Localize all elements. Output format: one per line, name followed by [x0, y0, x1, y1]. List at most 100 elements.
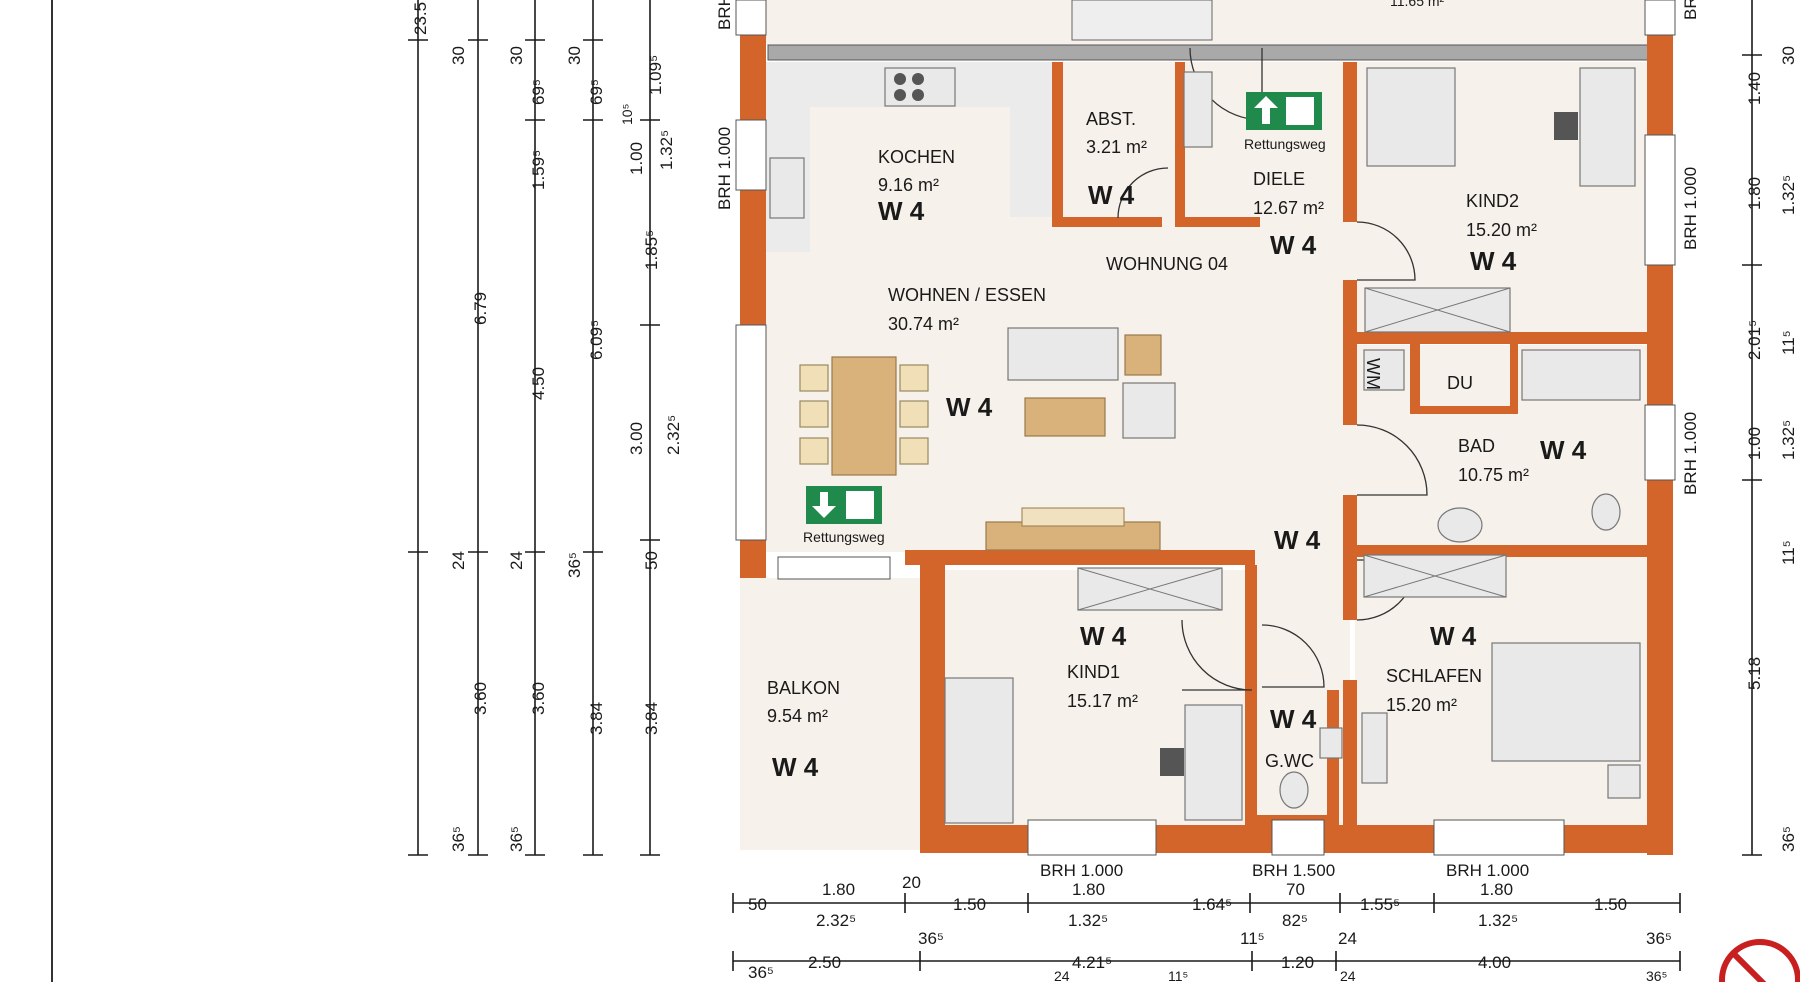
- dim-b1-3: 1.50: [953, 895, 986, 914]
- room-kind2-name: KIND2: [1466, 191, 1519, 211]
- washing-machine: [1363, 349, 1405, 391]
- sofa: [1007, 327, 1119, 381]
- brh-right-bad: BRH 1.000: [1681, 412, 1700, 495]
- bed-kind1: [944, 677, 1014, 824]
- corridor-type: W 4: [1274, 525, 1321, 555]
- room-kochen-area: 9.16 m²: [878, 175, 939, 195]
- room-kind2-area: 15.20 m²: [1466, 220, 1537, 240]
- dim-col2-5: 3.60: [529, 682, 548, 715]
- room-kind2-type: W 4: [1470, 246, 1517, 276]
- dim-right-10: 36⁵: [1779, 826, 1798, 852]
- dim-col2-3: 4.50: [529, 367, 548, 400]
- dim-col4a-1: 1.32⁵: [657, 130, 676, 170]
- dim-b1-5: 1.64⁵: [1192, 895, 1232, 914]
- dim-col2-0: 30: [507, 46, 526, 65]
- washbasin: [1437, 507, 1483, 543]
- room-wohnung-name: WOHNUNG 04: [1106, 254, 1228, 274]
- brh-bottom-kind1: BRH 1.000: [1040, 861, 1123, 880]
- room-abst-area: 3.21 m²: [1086, 137, 1147, 157]
- coffee-table: [1024, 397, 1106, 437]
- room-bad-name: BAD: [1458, 436, 1495, 456]
- upper-floor-partial: 11.65 m²: [740, 0, 1650, 61]
- dim-b2-0: 2.32⁵: [816, 911, 856, 930]
- top-partial-area: 11.65 m²: [1390, 0, 1445, 9]
- toilet-bad: [1591, 493, 1621, 531]
- room-gwc-type: W 4: [1270, 704, 1317, 734]
- dining-table: [831, 356, 897, 476]
- exit-label-left: Rettungsweg: [803, 529, 885, 545]
- room-diele-type: W 4: [1270, 230, 1317, 260]
- sink-icon: [769, 157, 805, 219]
- armchair: [1122, 382, 1176, 439]
- dim-right-5: 11⁵: [1779, 330, 1798, 355]
- dim-col4a-0: 1.09⁵: [646, 55, 665, 95]
- desk-kind1: [1184, 704, 1243, 821]
- dim-col4b-2: 3.00: [627, 422, 646, 455]
- dim-col1-5: 36⁵: [449, 826, 468, 852]
- brh-left: BRH 1.000: [715, 127, 734, 210]
- room-balkon-type: W 4: [772, 752, 819, 782]
- dim-b3-6: 24: [1338, 929, 1357, 948]
- dim-b1-9: 1.50: [1594, 895, 1627, 914]
- dim-right-0: 30: [1779, 46, 1798, 65]
- dim-col1-0: 23.5: [411, 2, 430, 35]
- room-diele-area: 12.67 m²: [1253, 198, 1324, 218]
- room-balkon-area: 9.54 m²: [767, 706, 828, 726]
- brh-right-kind2: BRH 1.000: [1681, 167, 1700, 250]
- dim-b1-0: 50: [748, 895, 767, 914]
- dim-b1-2: 20: [902, 873, 921, 892]
- exit-sign-top: Rettungsweg: [1244, 92, 1326, 152]
- dim-b2-3: 1.32⁵: [1478, 911, 1518, 930]
- dim-col3-3: 36⁵: [565, 552, 584, 578]
- room-kind1-type: W 4: [1080, 621, 1127, 651]
- dim-b2-2: 82⁵: [1282, 911, 1308, 930]
- no-smoking-sign-icon: [1719, 939, 1800, 982]
- dim-col4a-5: 3.84: [642, 702, 661, 735]
- brh-top-left-partial: BRH: [715, 0, 734, 30]
- dim-col2-2: 1.59⁵: [529, 150, 548, 190]
- dim-b4-1: 24: [1054, 968, 1070, 982]
- dim-col2-1: 69⁵: [529, 79, 548, 105]
- dim-b1-7: 1.55⁵: [1360, 895, 1400, 914]
- room-abst-type: W 4: [1088, 180, 1135, 210]
- room-gwc-name: G.WC: [1265, 751, 1314, 771]
- dim-b2-1: 1.32⁵: [1068, 911, 1108, 930]
- bed-kind2: [1366, 67, 1456, 167]
- toilet-gwc: [1279, 771, 1309, 809]
- room-abst-name: ABST.: [1086, 109, 1136, 129]
- double-bed: [1491, 642, 1641, 762]
- dim-lines: [408, 0, 1762, 971]
- dim-col2-4: 24: [507, 551, 526, 570]
- dim-b1-6: 70: [1286, 880, 1305, 899]
- dim-right-4: 2.01⁵: [1745, 320, 1764, 360]
- dim-b4-4: 36⁵: [1646, 968, 1667, 982]
- brh-bottom-schlafen: BRH 1.000: [1446, 861, 1529, 880]
- exit-sign-left: Rettungsweg: [803, 486, 885, 545]
- exit-label-top: Rettungsweg: [1244, 136, 1326, 152]
- furniture: [769, 67, 1641, 824]
- dim-text: 23.5 30 6.79 24 3.60 36⁵ 30 69⁵ 1.59⁵ 4.…: [411, 2, 1798, 982]
- room-schlafen-name: SCHLAFEN: [1386, 666, 1482, 686]
- room-kind1-area: 15.17 m²: [1067, 691, 1138, 711]
- dim-right-3: 1.32⁵: [1779, 175, 1798, 215]
- dim-b3-0: 36⁵: [748, 963, 774, 982]
- dim-b3-5: 1.20: [1281, 953, 1314, 972]
- room-bad-area: 10.75 m²: [1458, 465, 1529, 485]
- dim-right-1: 1.40: [1745, 72, 1764, 105]
- brh-labels: BRH 1.000 BRH BRH 1.000 BRH 1.000 BRH BR…: [715, 0, 1700, 880]
- wc-sink: [1319, 727, 1343, 759]
- brh-bottom-gwc: BRH 1.500: [1252, 861, 1335, 880]
- room-diele-name: DIELE: [1253, 169, 1305, 189]
- dim-col1-3: 24: [449, 551, 468, 570]
- brh-top-right-partial: BRH: [1681, 0, 1700, 20]
- dim-col3-0: 30: [565, 46, 584, 65]
- dim-right-7: 1.32⁵: [1779, 420, 1798, 460]
- room-wohnen-name: WOHNEN / ESSEN: [888, 285, 1046, 305]
- dim-right-8: 11⁵: [1779, 540, 1798, 565]
- dim-col1-4: 3.60: [471, 682, 490, 715]
- room-bad-type: W 4: [1540, 435, 1587, 465]
- dim-col4a-2: 1.85⁵: [642, 230, 661, 270]
- dim-right-6: 1.00: [1745, 427, 1764, 460]
- room-du-name: DU: [1447, 373, 1473, 393]
- dim-col4b-0: 10⁵: [619, 104, 635, 125]
